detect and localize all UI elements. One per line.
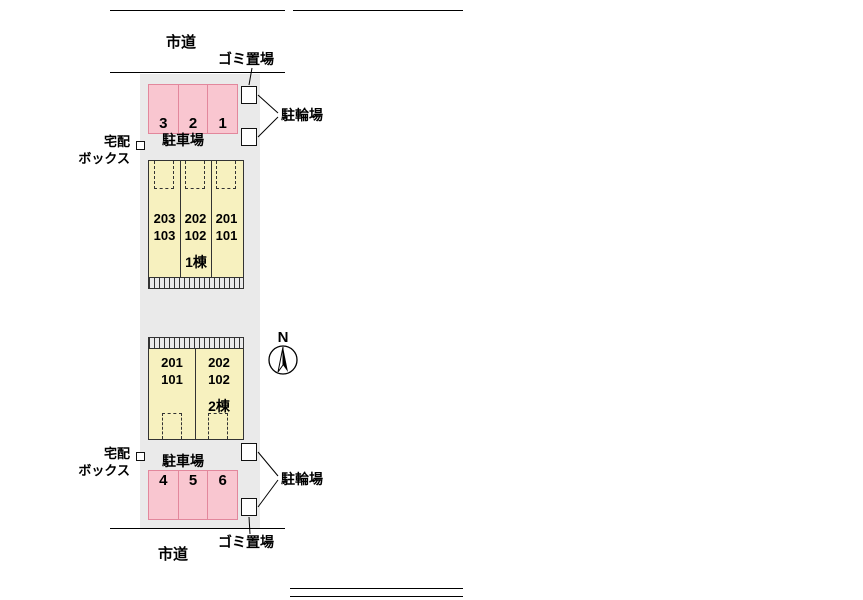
garbage-label-bottom: ゴミ置場	[218, 534, 274, 550]
unit-divider	[180, 161, 181, 277]
parking-space-2: 2	[177, 85, 208, 133]
unit-label-203-103: 203 103	[153, 211, 176, 243]
entrance-porch	[216, 161, 236, 189]
building-1-name: 1棟	[185, 254, 207, 270]
delivery-box-bottom	[136, 452, 145, 461]
entrance-porch	[208, 413, 228, 439]
parking-spaces-bottom: 4 5 6	[148, 470, 238, 520]
delivery-box-top	[136, 141, 145, 150]
compass-needle-east	[283, 347, 288, 372]
road-edge-bottom-inner	[110, 528, 285, 529]
building-2-name: 2棟	[208, 398, 230, 414]
unit-divider	[211, 161, 212, 277]
parking-space-4: 4	[149, 471, 178, 519]
unit-label-202-102: 202 102	[184, 211, 207, 243]
road-label-bottom: 市道	[158, 546, 189, 563]
bicycle-label-top: 駐輪場	[281, 107, 323, 123]
delivery-label-bottom: 宅配 ボックス	[78, 446, 130, 478]
compass: N	[268, 329, 298, 375]
leader-bicycle-bottom-1	[257, 451, 279, 477]
compass-n-label: N	[278, 329, 289, 346]
garbage-box-bottom	[241, 498, 257, 516]
parking-spaces-top: 3 2 1	[148, 84, 238, 134]
unit-label-201-101: 201 101	[215, 211, 238, 243]
parking-space-6: 6	[207, 471, 237, 519]
bicycle-label-bottom: 駐輪場	[281, 471, 323, 487]
parking-space-1: 1	[207, 85, 237, 133]
road-edge-bottom-right-1	[290, 588, 463, 589]
parking-space-number: 5	[188, 472, 198, 489]
road-edge-bottom-right-2	[290, 596, 463, 597]
entrance-porch	[162, 413, 182, 439]
unit-label-201-101: 201 101	[161, 355, 183, 387]
parking-space-number: 3	[159, 115, 168, 132]
parking-space-5: 5	[177, 471, 208, 519]
bicycle-box-top	[241, 128, 257, 146]
delivery-label-top: 宅配 ボックス	[78, 134, 130, 166]
leader-bicycle-bottom-2	[257, 479, 279, 508]
site-plot	[140, 74, 260, 528]
road-edge-top-inner	[110, 72, 285, 73]
road-label-top: 市道	[166, 34, 197, 51]
balcony-strip-building-2	[148, 337, 244, 348]
entrance-porch	[154, 161, 174, 189]
parking-space-number: 6	[218, 472, 227, 489]
compass-needle-west	[277, 346, 284, 373]
parking-space-number: 2	[188, 115, 198, 132]
road-edge-top-right	[293, 10, 463, 11]
garbage-box-top	[241, 86, 257, 104]
parking-label-bottom: 駐車場	[162, 453, 204, 469]
garbage-label-top: ゴミ置場	[218, 51, 274, 67]
unit-label-202-102: 202 102	[208, 355, 230, 387]
unit-divider	[195, 349, 196, 439]
parking-space-3: 3	[149, 85, 178, 133]
bicycle-box-bottom	[241, 443, 257, 461]
leader-bicycle-top-2	[257, 116, 279, 138]
building-1: 203 103 202 102 201 101 1棟	[148, 160, 244, 278]
parking-space-number: 1	[218, 115, 227, 132]
parking-space-number: 4	[159, 472, 168, 489]
entrance-porch	[185, 161, 205, 189]
compass-circle	[268, 345, 298, 375]
balcony-strip-building-1	[148, 278, 244, 289]
leader-bicycle-top-1	[257, 94, 279, 114]
building-2: 201 101 202 102 2棟	[148, 348, 244, 440]
parking-label-top: 駐車場	[162, 132, 204, 148]
road-edge-top-left	[110, 10, 285, 11]
